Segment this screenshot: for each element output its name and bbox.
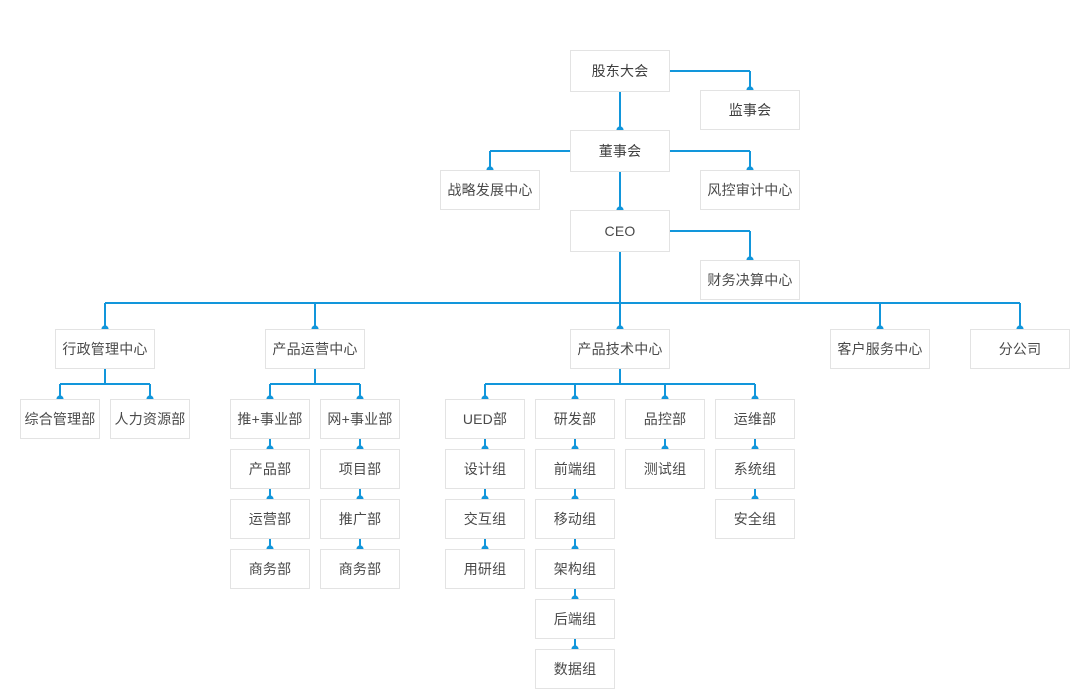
org-node-label: 客户服务中心 — [837, 340, 923, 357]
org-node[interactable]: 产品部 — [230, 449, 310, 489]
org-node-label: 产品部 — [248, 460, 292, 477]
org-node[interactable]: 客户服务中心 — [830, 329, 930, 369]
org-node[interactable]: CEO — [570, 210, 670, 252]
org-node-label: 测试组 — [643, 460, 687, 477]
org-node[interactable]: 分公司 — [970, 329, 1070, 369]
org-node-label: CEO — [604, 222, 636, 239]
org-node-label: 商务部 — [248, 560, 292, 577]
org-node[interactable]: 数据组 — [535, 649, 615, 689]
org-node-label: 分公司 — [998, 340, 1042, 357]
org-node[interactable]: 运维部 — [715, 399, 795, 439]
org-node-label: 财务决算中心 — [707, 271, 793, 288]
org-node[interactable]: 网+事业部 — [320, 399, 400, 439]
org-node[interactable]: 运营部 — [230, 499, 310, 539]
org-node[interactable]: 财务决算中心 — [700, 260, 800, 300]
org-node-label: 运营部 — [248, 510, 292, 527]
org-node-label: 产品技术中心 — [577, 340, 663, 357]
org-node-label: 系统组 — [733, 460, 777, 477]
org-node-label: 品控部 — [643, 410, 687, 427]
org-node[interactable]: 综合管理部 — [20, 399, 100, 439]
org-node[interactable]: 战略发展中心 — [440, 170, 540, 210]
org-node[interactable]: UED部 — [445, 399, 525, 439]
org-node-label: 用研组 — [463, 560, 507, 577]
org-node[interactable]: 架构组 — [535, 549, 615, 589]
org-node[interactable]: 监事会 — [700, 90, 800, 130]
org-node-label: 网+事业部 — [327, 410, 393, 427]
org-node-label: 运维部 — [733, 410, 777, 427]
org-node[interactable]: 人力资源部 — [110, 399, 190, 439]
org-node-label: 商务部 — [338, 560, 382, 577]
org-node-label: 安全组 — [733, 510, 777, 527]
org-node[interactable]: 商务部 — [320, 549, 400, 589]
org-node-label: 综合管理部 — [24, 410, 96, 427]
org-node-label: 项目部 — [338, 460, 382, 477]
org-node[interactable]: 品控部 — [625, 399, 705, 439]
org-node-label: 风控审计中心 — [707, 181, 793, 198]
org-node-label: 数据组 — [553, 660, 597, 677]
org-node[interactable]: 研发部 — [535, 399, 615, 439]
org-node[interactable]: 项目部 — [320, 449, 400, 489]
org-node-label: 战略发展中心 — [447, 181, 533, 198]
org-node[interactable]: 系统组 — [715, 449, 795, 489]
org-node-label: 推+事业部 — [237, 410, 303, 427]
org-node-label: 产品运营中心 — [272, 340, 358, 357]
org-node[interactable]: 安全组 — [715, 499, 795, 539]
org-node[interactable]: 风控审计中心 — [700, 170, 800, 210]
org-node-label: 设计组 — [463, 460, 507, 477]
org-node[interactable]: 测试组 — [625, 449, 705, 489]
org-node[interactable]: 推广部 — [320, 499, 400, 539]
org-node[interactable]: 董事会 — [570, 130, 670, 172]
org-node-label: 行政管理中心 — [62, 340, 148, 357]
org-node-label: 推广部 — [338, 510, 382, 527]
org-node[interactable]: 行政管理中心 — [55, 329, 155, 369]
org-node[interactable]: 用研组 — [445, 549, 525, 589]
org-node-label: 监事会 — [728, 101, 772, 118]
org-node-label: 股东大会 — [591, 62, 649, 79]
org-node-label: 人力资源部 — [114, 410, 186, 427]
org-node-label: 架构组 — [553, 560, 597, 577]
org-node[interactable]: 后端组 — [535, 599, 615, 639]
org-node-label: 研发部 — [553, 410, 597, 427]
org-node-label: 董事会 — [598, 142, 642, 159]
org-node[interactable]: 推+事业部 — [230, 399, 310, 439]
org-node[interactable]: 前端组 — [535, 449, 615, 489]
org-node-label: 前端组 — [553, 460, 597, 477]
org-node[interactable]: 商务部 — [230, 549, 310, 589]
org-node[interactable]: 股东大会 — [570, 50, 670, 92]
org-node-label: 交互组 — [463, 510, 507, 527]
org-node[interactable]: 产品运营中心 — [265, 329, 365, 369]
org-node[interactable]: 产品技术中心 — [570, 329, 670, 369]
org-node-label: 移动组 — [553, 510, 597, 527]
org-node[interactable]: 移动组 — [535, 499, 615, 539]
org-node[interactable]: 设计组 — [445, 449, 525, 489]
org-node-label: UED部 — [462, 410, 508, 427]
org-node-label: 后端组 — [553, 610, 597, 627]
org-node[interactable]: 交互组 — [445, 499, 525, 539]
